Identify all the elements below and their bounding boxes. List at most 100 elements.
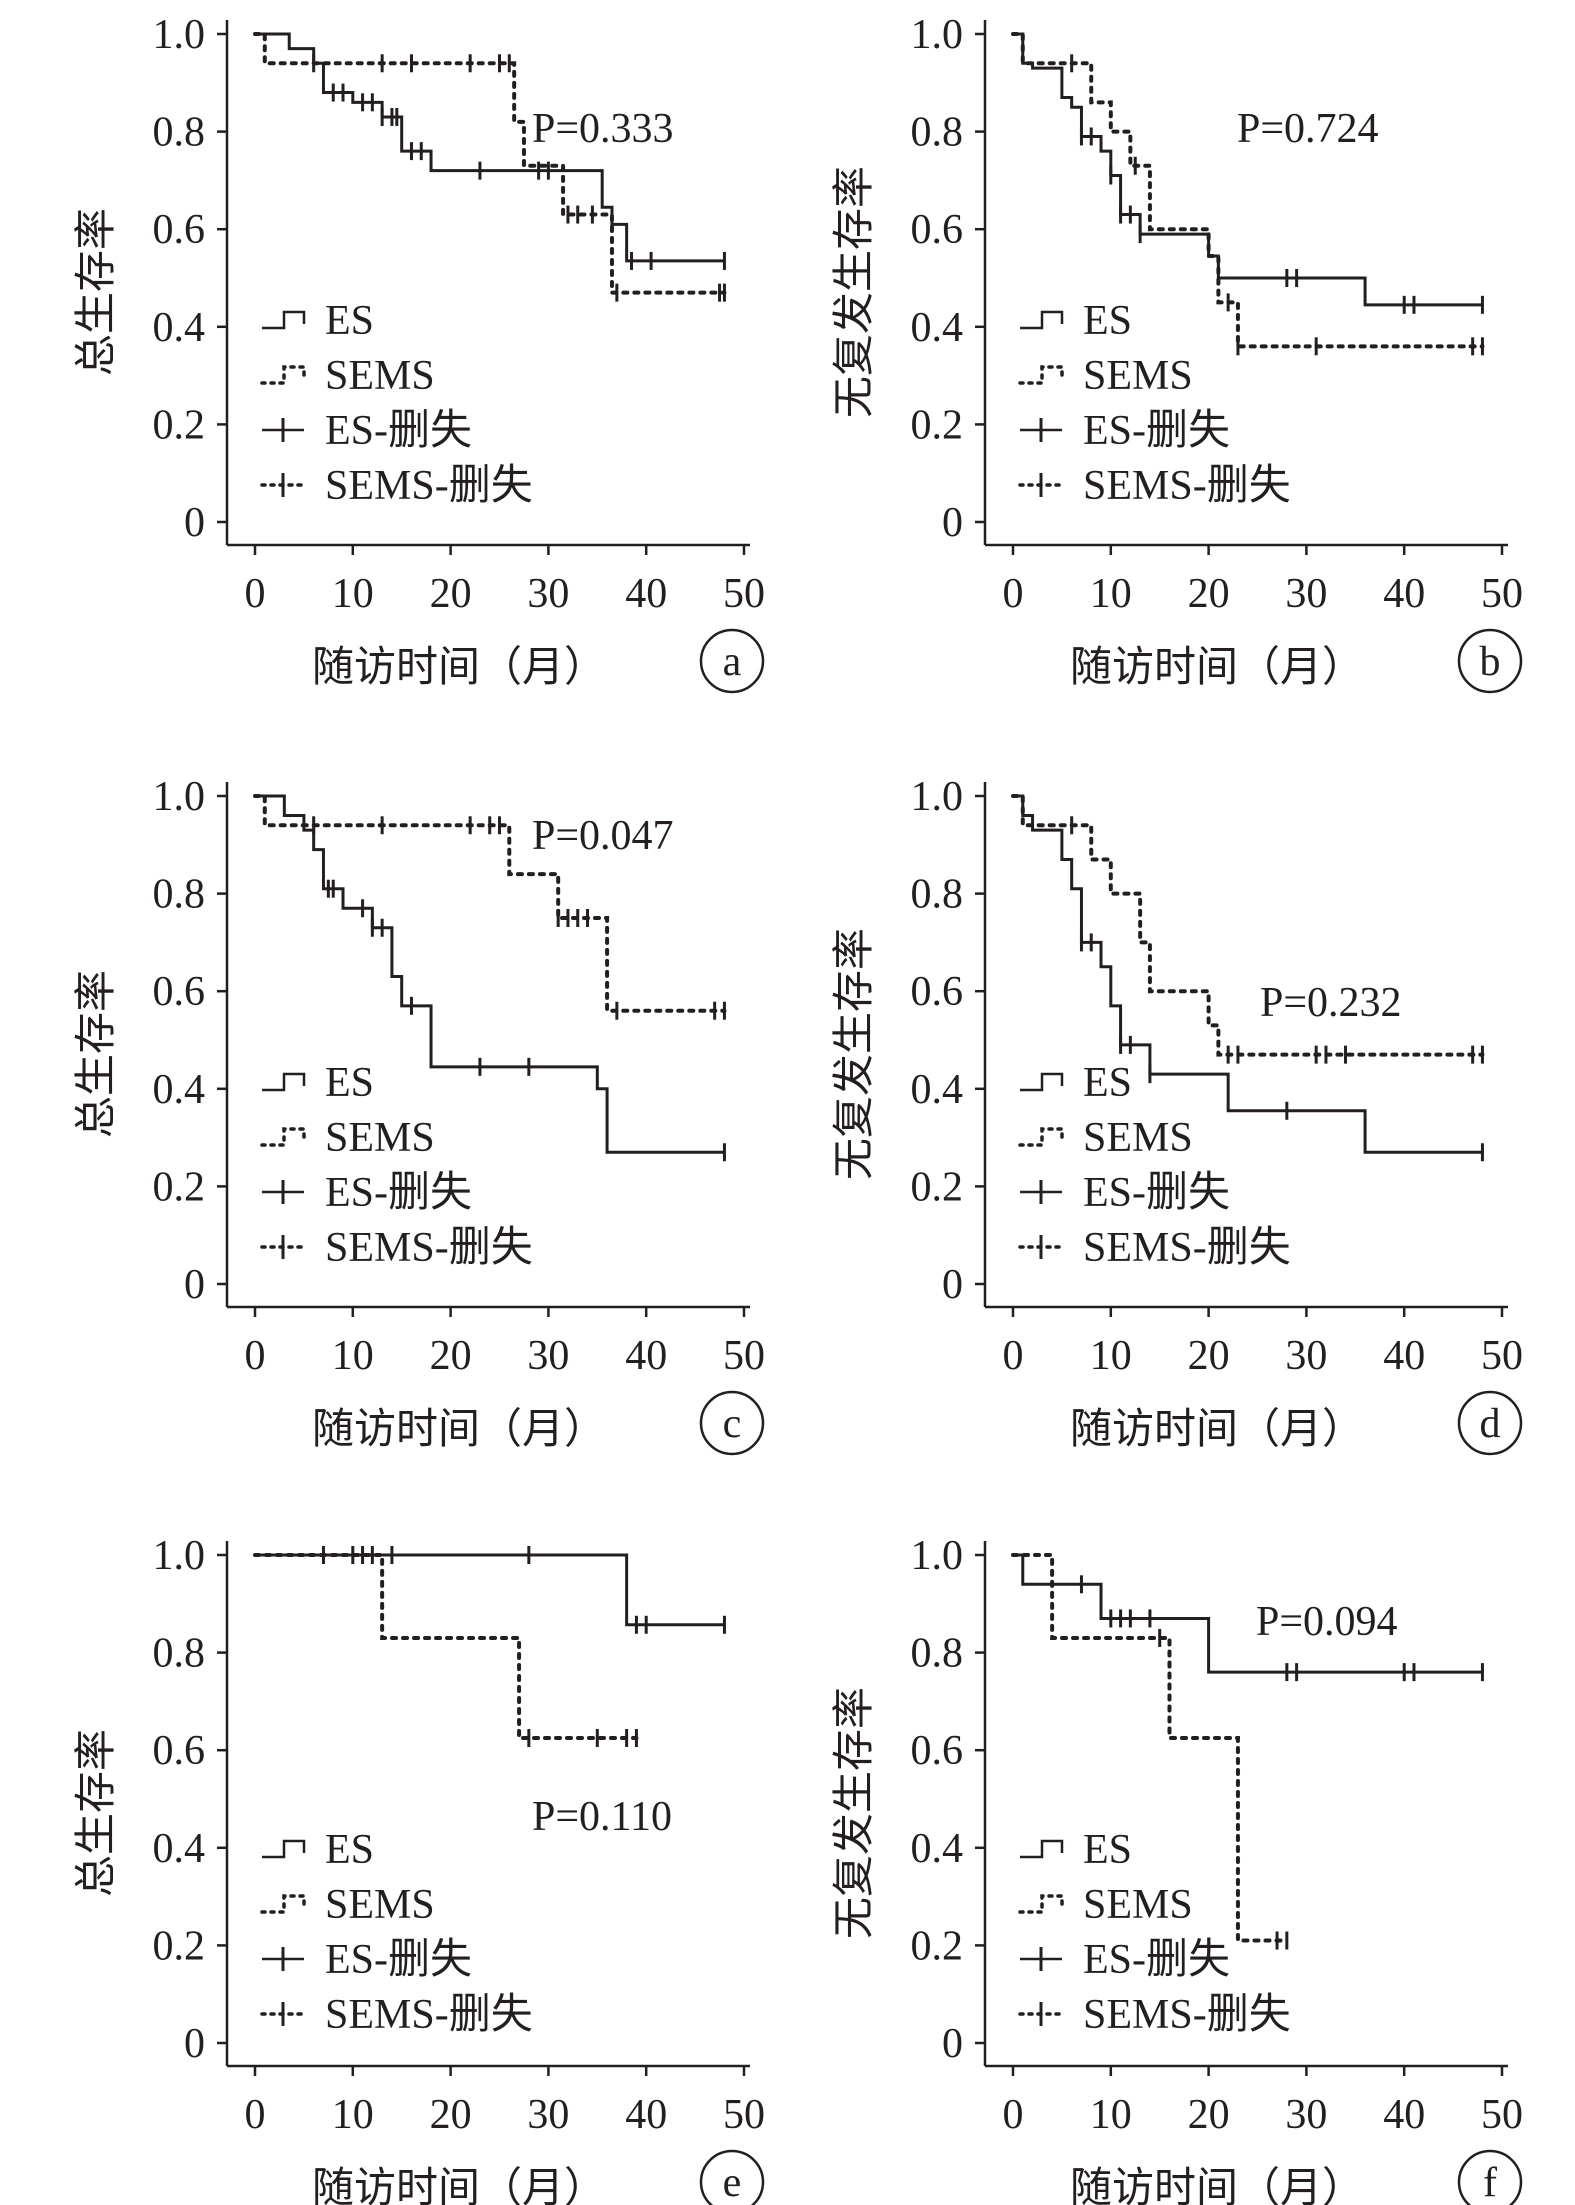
y-tick-label: 0.6 — [153, 969, 206, 1015]
y-tick-label: 0.6 — [911, 969, 964, 1015]
series-line-es — [255, 794, 725, 1154]
x-tick-label: 10 — [1090, 1333, 1132, 1379]
x-tick-label: 30 — [1285, 571, 1327, 617]
legend-label: SEMS — [1083, 1115, 1193, 1161]
x-tick-label: 50 — [1481, 2092, 1523, 2138]
legend-step-icon — [1018, 365, 1064, 385]
x-tick-label: 10 — [1090, 2092, 1132, 2138]
y-tick-label: 0.2 — [153, 1164, 206, 1210]
x-tick-label: 30 — [527, 2092, 569, 2138]
panel-letter-circle — [699, 628, 765, 694]
y-tick-label: 0.6 — [153, 207, 206, 253]
y-tick-label: 0.2 — [153, 402, 206, 448]
legend-label: ES-删失 — [325, 1170, 472, 1216]
p-value-label: P=0.232 — [1260, 980, 1402, 1026]
legend-label: SEMS-删失 — [1083, 1992, 1291, 2038]
panel-letter-circle — [1457, 2149, 1523, 2205]
x-tick-label: 20 — [1188, 571, 1230, 617]
legend-label: SEMS — [1083, 353, 1193, 399]
y-tick-label: 0.2 — [911, 1164, 964, 1210]
x-axis-label: 随访时间（月） — [312, 1407, 606, 1453]
x-tick-label: 30 — [1285, 2092, 1327, 2138]
x-tick-label: 20 — [430, 1333, 472, 1379]
legend-label: ES-删失 — [325, 1937, 472, 1983]
legend-step-icon — [1018, 1894, 1064, 1914]
legend-label: ES-删失 — [1083, 1170, 1230, 1216]
x-tick-label: 30 — [1285, 1333, 1327, 1379]
x-tick-label: 0 — [1003, 571, 1024, 617]
panel-letter-circle — [699, 1390, 765, 1456]
x-tick-label: 10 — [1090, 571, 1132, 617]
x-tick-label: 0 — [1003, 2092, 1024, 2138]
y-tick-label: 0.8 — [153, 872, 206, 918]
x-tick-label: 20 — [1188, 1333, 1230, 1379]
x-tick-label: 20 — [430, 2092, 472, 2138]
series-line-es — [1013, 794, 1483, 1154]
legend-label: ES-删失 — [325, 408, 472, 454]
legend-label: ES — [1083, 1827, 1132, 1873]
legend-step-icon — [260, 1894, 306, 1914]
legend-label: ES — [325, 1060, 374, 1106]
y-tick-label: 0 — [942, 1262, 963, 1308]
series-line-sems — [253, 32, 727, 295]
series-line-sems — [253, 1553, 639, 1740]
series-line-es — [1013, 32, 1483, 307]
legend-label: ES — [325, 298, 374, 344]
x-tick-label: 40 — [625, 1333, 667, 1379]
legend-label: ES — [1083, 298, 1132, 344]
y-tick-label: 1.0 — [911, 1533, 964, 1579]
panel-letter: e — [723, 2160, 742, 2205]
x-tick-label: 40 — [625, 571, 667, 617]
x-tick-label: 50 — [723, 1333, 765, 1379]
panel-letter: c — [723, 1401, 742, 1447]
panel-letter: d — [1480, 1401, 1501, 1447]
x-tick-label: 10 — [332, 571, 374, 617]
legend-label: ES — [1083, 1060, 1132, 1106]
x-axis-label: 随访时间（月） — [312, 645, 606, 691]
series-line-sems — [1011, 32, 1485, 349]
x-tick-label: 40 — [1383, 2092, 1425, 2138]
legend-label: SEMS — [325, 1115, 435, 1161]
x-tick-label: 50 — [1481, 1333, 1523, 1379]
p-value-label: P=0.333 — [532, 106, 674, 152]
y-tick-label: 0.8 — [911, 872, 964, 918]
series-line-es — [255, 1553, 725, 1627]
y-tick-label: 0.8 — [911, 1631, 964, 1677]
panel-letter-circle — [699, 2149, 765, 2205]
y-tick-label: 0.6 — [911, 207, 964, 253]
x-axis-label: 随访时间（月） — [1070, 645, 1364, 691]
series-line-sems — [253, 794, 727, 1013]
x-axis-label: 随访时间（月） — [312, 2166, 606, 2205]
x-tick-label: 30 — [527, 1333, 569, 1379]
panel-letter: b — [1480, 639, 1501, 685]
x-tick-label: 50 — [1481, 571, 1523, 617]
legend-label: SEMS-删失 — [325, 1225, 533, 1271]
x-tick-label: 10 — [332, 1333, 374, 1379]
y-tick-label: 0.8 — [153, 110, 206, 156]
y-tick-label: 0 — [184, 1262, 205, 1308]
y-tick-label: 0 — [184, 500, 205, 546]
panel-letter-circle — [1457, 628, 1523, 694]
x-tick-label: 20 — [430, 571, 472, 617]
x-tick-label: 40 — [625, 2092, 667, 2138]
y-tick-label: 0 — [942, 2021, 963, 2067]
legend-step-icon — [262, 1072, 306, 1092]
panel-letter: f — [1483, 2160, 1497, 2205]
y-axis-label: 总生存率 — [73, 208, 120, 376]
legend-label: SEMS-删失 — [1083, 1225, 1291, 1271]
x-tick-label: 50 — [723, 2092, 765, 2138]
x-axis-label: 随访时间（月） — [1070, 1407, 1364, 1453]
series-line-es — [1013, 1553, 1483, 1674]
y-tick-label: 0.8 — [153, 1631, 206, 1677]
x-tick-label: 40 — [1383, 1333, 1425, 1379]
y-tick-label: 1.0 — [153, 12, 206, 58]
legend-label: SEMS — [325, 1882, 435, 1928]
y-tick-label: 0.6 — [911, 1728, 964, 1774]
x-tick-label: 50 — [723, 571, 765, 617]
